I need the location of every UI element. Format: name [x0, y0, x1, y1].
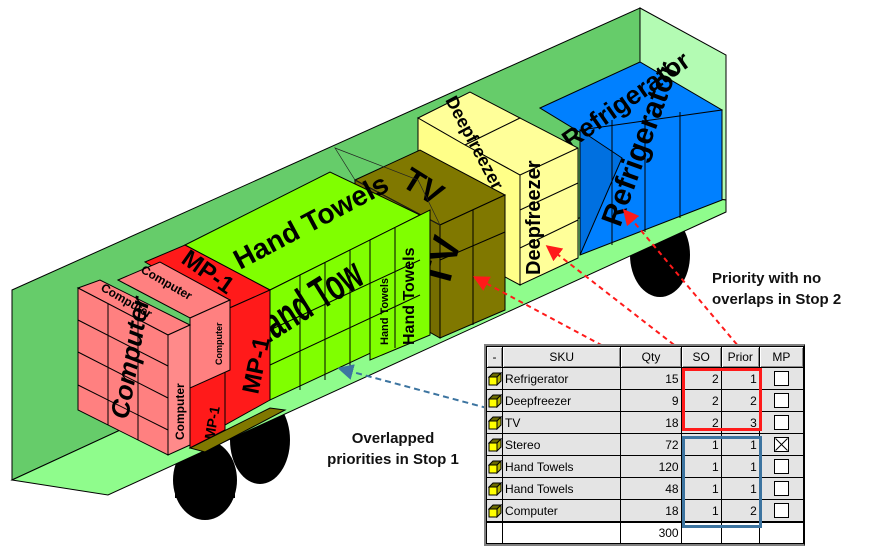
table-row[interactable]: Deepfreezer 9 2 2: [485, 389, 805, 412]
so-cell[interactable]: 2: [680, 389, 722, 412]
sku-grid[interactable]: - SKU Qty SO Prior MP Refrigerator 15 2 …: [484, 344, 805, 546]
row-icon-cell: [485, 455, 504, 478]
qty-cell[interactable]: 120: [620, 455, 682, 478]
row-icon-cell: [485, 367, 504, 390]
mp-checkbox[interactable]: [773, 371, 789, 387]
computer-stack: Computer Computer Computer Computer Comp…: [76, 261, 232, 456]
column-header-sku[interactable]: SKU: [502, 346, 622, 368]
sku-cell[interactable]: Deepfreezer: [502, 389, 622, 412]
mp-cell[interactable]: [758, 411, 805, 434]
prior-cell[interactable]: 1: [720, 477, 760, 500]
totals-empty-cell: [758, 521, 805, 544]
yellow-cube-icon: [487, 371, 502, 386]
mp-cell[interactable]: [758, 433, 805, 456]
prior-cell[interactable]: 1: [720, 455, 760, 478]
annotation-stop1-line1: Overlapped: [351, 430, 435, 447]
column-header-mp[interactable]: MP: [758, 346, 805, 368]
qty-cell[interactable]: 9: [620, 389, 682, 412]
mp-cell[interactable]: [758, 367, 805, 390]
sku-cell[interactable]: TV: [502, 411, 622, 434]
sku-cell[interactable]: Refrigerator: [502, 367, 622, 390]
so-cell[interactable]: 1: [680, 455, 722, 478]
computer-end-label: Computer: [173, 383, 187, 440]
table-row[interactable]: Hand Towels 120 1 1: [485, 455, 805, 478]
so-cell[interactable]: 1: [680, 477, 722, 500]
table-row[interactable]: Hand Towels 48 1 1: [485, 477, 805, 500]
prior-cell[interactable]: 2: [720, 499, 760, 523]
so-cell[interactable]: 1: [680, 433, 722, 456]
annotation-stop2: Priority with no overlaps in Stop 2: [712, 268, 872, 310]
prior-cell[interactable]: 1: [720, 433, 760, 456]
annotation-stop1-line2: priorities in Stop 1: [327, 451, 459, 468]
mp-checkbox-checked[interactable]: [773, 437, 789, 453]
table-row[interactable]: TV 18 2 3: [485, 411, 805, 434]
mp-cell[interactable]: [758, 477, 805, 500]
hand-towels-small-label-1: Hand Towels: [379, 278, 391, 345]
column-header-prior[interactable]: Prior: [720, 346, 760, 368]
qty-cell[interactable]: 48: [620, 477, 682, 500]
annotation-stop2-line2: overlaps in Stop 2: [712, 291, 842, 308]
prior-cell[interactable]: 1: [720, 367, 760, 390]
mp-checkbox[interactable]: [773, 393, 789, 409]
qty-cell[interactable]: 18: [620, 411, 682, 434]
table-row[interactable]: Refrigerator 15 2 1: [485, 367, 805, 390]
row-icon-cell: [485, 433, 504, 456]
yellow-cube-icon: [487, 437, 502, 452]
qty-cell[interactable]: 72: [620, 433, 682, 456]
mp-cell[interactable]: [758, 389, 805, 412]
sku-cell[interactable]: Hand Towels: [502, 477, 622, 500]
mp-checkbox[interactable]: [773, 459, 789, 475]
annotation-stop1: Overlapped priorities in Stop 1: [318, 428, 468, 470]
hand-towels-stack: Hand Towels Hand Tow Hand Towels Hand To…: [183, 168, 431, 401]
mp-checkbox[interactable]: [773, 415, 789, 431]
mp-checkbox[interactable]: [773, 481, 789, 497]
row-icon-cell: [485, 411, 504, 434]
yellow-cube-icon: [487, 459, 502, 474]
column-header-select[interactable]: -: [485, 346, 504, 368]
column-header-qty[interactable]: Qty: [620, 346, 682, 368]
column-header-so[interactable]: SO: [680, 346, 722, 368]
mp-cell[interactable]: [758, 499, 805, 523]
row-icon-cell: [485, 389, 504, 412]
totals-empty-cell: [502, 521, 622, 544]
table-row[interactable]: Computer 18 1 2: [485, 499, 805, 523]
table-row[interactable]: Stereo 72 1 1: [485, 433, 805, 456]
yellow-cube-icon: [487, 503, 502, 518]
mp1-stack: MP-1 MP-1 MP-1: [143, 244, 287, 453]
prior-cell[interactable]: 2: [720, 389, 760, 412]
yellow-cube-icon: [487, 481, 502, 496]
mp1-low-label: MP-1: [201, 405, 223, 441]
totals-row: 300: [485, 521, 805, 544]
so-cell[interactable]: 2: [680, 411, 722, 434]
qty-cell[interactable]: 15: [620, 367, 682, 390]
qty-cell[interactable]: 18: [620, 499, 682, 523]
totals-empty-cell: [720, 521, 760, 544]
mp-cell[interactable]: [758, 455, 805, 478]
row-icon-cell: [485, 477, 504, 500]
grid-header-row: - SKU Qty SO Prior MP: [485, 346, 805, 368]
sku-cell[interactable]: Hand Towels: [502, 455, 622, 478]
deepfreezer-label: Deepfreezer: [523, 160, 545, 275]
prior-cell[interactable]: 3: [720, 411, 760, 434]
sku-cell[interactable]: Computer: [502, 499, 622, 523]
totals-empty-cell: [485, 521, 504, 544]
computer-small-label: Computer: [214, 322, 224, 365]
annotation-stop2-line1: Priority with no: [712, 270, 822, 287]
hand-towels-small-label-2: Hand Towels: [401, 247, 418, 345]
mp-checkbox[interactable]: [773, 503, 789, 519]
total-qty-cell: 300: [620, 521, 682, 544]
totals-empty-cell: [680, 521, 722, 544]
sku-cell[interactable]: Stereo: [502, 433, 622, 456]
row-icon-cell: [485, 499, 504, 523]
so-cell[interactable]: 1: [680, 499, 722, 523]
so-cell[interactable]: 2: [680, 367, 722, 390]
yellow-cube-icon: [487, 415, 502, 430]
yellow-cube-icon: [487, 393, 502, 408]
